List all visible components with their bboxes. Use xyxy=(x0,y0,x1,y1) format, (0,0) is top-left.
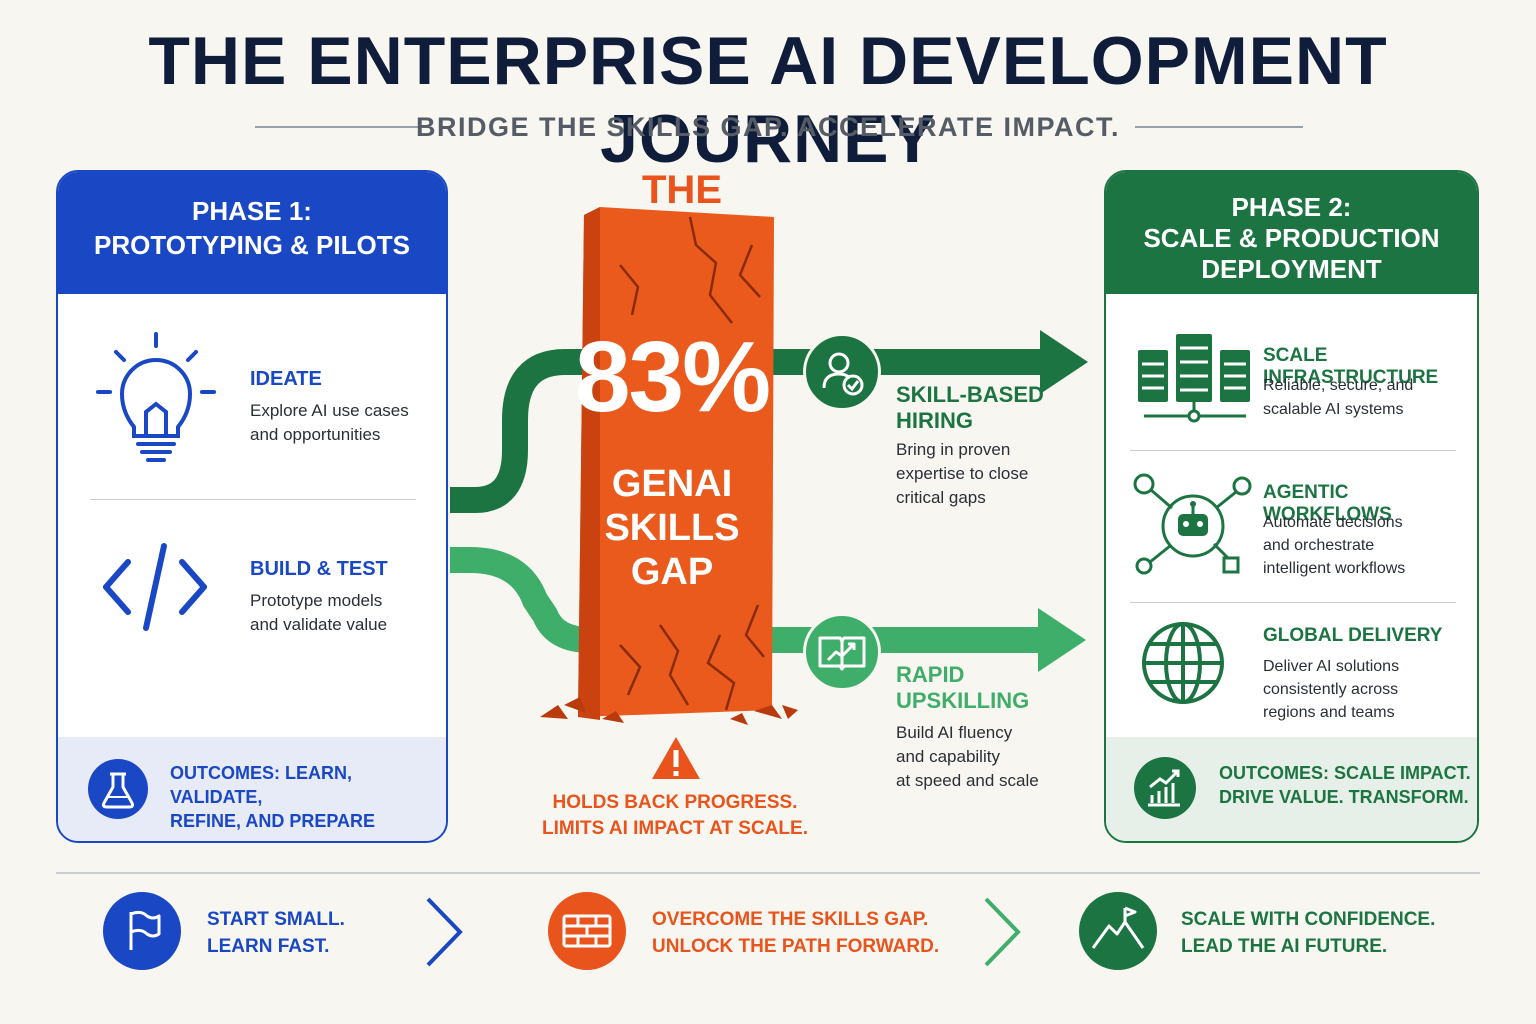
agentic-desc: Automate decisions and orchestrate intel… xyxy=(1263,514,1406,577)
phase1-outcome-band: OUTCOMES: LEARN, VALIDATE, REFINE, AND P… xyxy=(58,737,446,841)
growth-chart-icon xyxy=(1134,757,1196,819)
hiring-arrowhead xyxy=(1040,330,1088,394)
subtitle-rule-right xyxy=(1135,126,1303,128)
phase1-panel: PHASE 1: PROTOTYPING & PILOTS IDEATE Exp… xyxy=(56,170,448,843)
global-delivery-title: GLOBAL DELIVERY xyxy=(1263,625,1443,646)
scale-infra-desc: Reliable, secure, and scalable AI system… xyxy=(1263,377,1414,418)
ideate-title: IDEATE xyxy=(250,368,322,390)
phase2-title: PHASE 2: SCALE & PRODUCTION DEPLOYMENT xyxy=(1106,172,1477,294)
page-title: THE ENTERPRISE AI DEVELOPMENT JOURNEY xyxy=(148,23,1388,177)
footer-step2-text: OVERCOME THE SKILLS GAP. UNLOCK THE PATH… xyxy=(652,909,940,957)
lightbulb-icon xyxy=(96,332,216,462)
phase2-panel: PHASE 2: SCALE & PRODUCTION DEPLOYMENT S… xyxy=(1104,170,1479,843)
upskilling-path-curve xyxy=(450,547,810,653)
skills-gap-wall xyxy=(540,207,798,725)
brick-wall-icon xyxy=(548,892,626,970)
footer-step3-text: SCALE WITH CONFIDENCE. LEAD THE AI FUTUR… xyxy=(1181,909,1436,957)
ideate-desc: Explore AI use cases and opportunities xyxy=(250,401,409,444)
subtitle-rule-left xyxy=(255,126,427,128)
gap-prefix: THE xyxy=(642,168,722,212)
build-test-desc: Prototype models and validate value xyxy=(250,591,388,634)
footer-divider xyxy=(56,872,1480,874)
phase2-outcome-band: OUTCOMES: SCALE IMPACT. DRIVE VALUE. TRA… xyxy=(1106,737,1477,841)
warning-icon xyxy=(652,737,700,779)
code-icon xyxy=(103,543,207,631)
phase1-outcome-text: OUTCOMES: LEARN, VALIDATE, REFINE, AND P… xyxy=(170,763,376,831)
chevron-right-icon xyxy=(426,897,463,967)
hiring-desc: Bring in proven expertise to close criti… xyxy=(896,440,1029,507)
phase1-divider xyxy=(90,499,416,500)
gap-warning: HOLDS BACK PROGRESS. LIMITS AI IMPACT AT… xyxy=(542,792,808,839)
page-subtitle: BRIDGE THE SKILLS GAP. ACCELERATE IMPACT… xyxy=(415,112,1121,142)
phase2-divider-2 xyxy=(1130,602,1456,603)
scale-infra-title: SCALE INFRASTRUCTURE xyxy=(1263,345,1439,388)
hiring-path-curve xyxy=(450,349,810,513)
robot-network-icon xyxy=(1133,473,1252,575)
chevron-right-icon xyxy=(984,897,1021,967)
phase2-divider-1 xyxy=(1130,450,1456,451)
flask-icon xyxy=(88,759,148,819)
upskilling-arrowhead xyxy=(1038,608,1086,672)
user-check-icon xyxy=(803,333,881,411)
mountain-flag-icon xyxy=(1079,892,1157,970)
gap-label: GENAI SKILLS GAP xyxy=(604,463,740,593)
phase1-title: PHASE 1: PROTOTYPING & PILOTS xyxy=(58,172,446,294)
agentic-title: AGENTIC WORKFLOWS xyxy=(1263,482,1392,525)
globe-icon xyxy=(1142,622,1224,704)
gap-percent: 83% xyxy=(574,321,771,433)
phase2-outcome-text: OUTCOMES: SCALE IMPACT. DRIVE VALUE. TRA… xyxy=(1219,763,1471,807)
upskilling-desc: Build AI fluency and capability at speed… xyxy=(896,723,1039,790)
footer-step1-text: START SMALL. LEARN FAST. xyxy=(207,909,345,957)
build-test-title: BUILD & TEST xyxy=(250,558,388,580)
servers-icon xyxy=(1138,334,1250,423)
global-delivery-desc: Deliver AI solutions consistently across… xyxy=(1263,658,1400,721)
hiring-title: SKILL-BASED HIRING xyxy=(896,382,1044,433)
flag-icon xyxy=(103,892,181,970)
book-growth-icon xyxy=(803,613,881,691)
upskilling-title: RAPID UPSKILLING xyxy=(896,662,1030,713)
